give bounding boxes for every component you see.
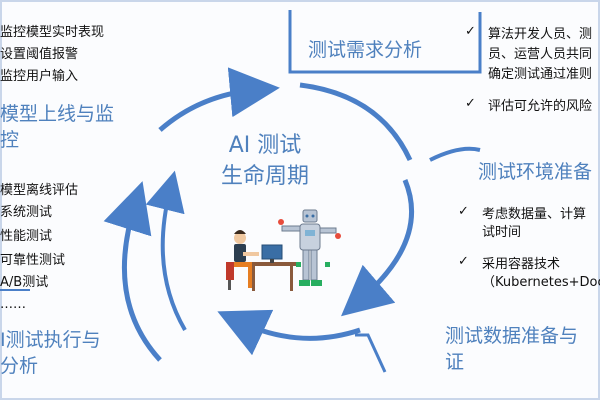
center-title-line2: 生命周期 xyxy=(220,164,309,189)
right-top-point1-line1: 算法开发人员、测 xyxy=(488,27,593,42)
right-top-heading: 测试需求分析 xyxy=(308,39,423,61)
right-middle-heading: 测试环境准备 xyxy=(478,161,593,183)
right-top-point2-line1: 评估可允许的风险 xyxy=(488,99,593,114)
arrow-outer-left xyxy=(103,181,162,362)
left-top-item-1: 监控模型实时表现 xyxy=(0,25,105,40)
right-bottom-heading-line1: 测试数据准备与 xyxy=(445,325,579,347)
right-middle-point1-line2: 试时间 xyxy=(482,225,522,240)
checkmark-icon: ✓ xyxy=(465,96,476,111)
right-middle-point1-line1: 考虑数据量、计算 xyxy=(482,207,587,222)
right-top-point1-line2: 员、运营人员共同 xyxy=(488,47,593,62)
right-middle-point2-line2: （Kubernetes+Doc xyxy=(482,275,600,290)
right-top-point1-line3: 确定测试通过准则 xyxy=(488,67,593,82)
left-middle-item-2: 系统测试 xyxy=(0,205,53,220)
left-top-item-2: 设置阈值报警 xyxy=(0,47,79,62)
arrow-outer-top xyxy=(158,67,280,132)
left-top-heading-line2: 控 xyxy=(0,129,20,151)
arrow-upper-right xyxy=(299,82,413,162)
left-top-item-3: 监控用户输入 xyxy=(0,69,79,84)
arrow-inner-left xyxy=(145,170,187,332)
right-bottom-heading-line2: 证 xyxy=(445,351,465,373)
left-top-heading-line1: 模型上线与监 xyxy=(0,103,115,125)
left-middle-item-5: A/B测试 xyxy=(0,275,49,290)
divider-bottom xyxy=(355,333,387,373)
left-middle-item-4: 可靠性测试 xyxy=(0,253,66,268)
arrow-right xyxy=(341,179,414,317)
checkmark-icon: ✓ xyxy=(465,24,476,39)
checkmark-icon: ✓ xyxy=(458,204,469,219)
checkmark-icon: ✓ xyxy=(458,254,469,269)
left-middle-item-1: 模型离线评估 xyxy=(0,183,79,198)
divider-top-right xyxy=(288,10,482,74)
left-bottom-heading-line1: I测试执行与 xyxy=(0,329,101,351)
left-bottom-heading-line2: 分析 xyxy=(0,355,39,377)
center-title-line1: AI 测试 xyxy=(228,133,302,158)
left-middle-item-6: …… xyxy=(0,297,26,312)
arrow-right-top xyxy=(429,146,481,162)
arrow-bottom xyxy=(217,309,361,356)
right-middle-point2-line1: 采用容器技术 xyxy=(482,257,561,272)
left-middle-item-3: 性能测试 xyxy=(0,229,53,244)
